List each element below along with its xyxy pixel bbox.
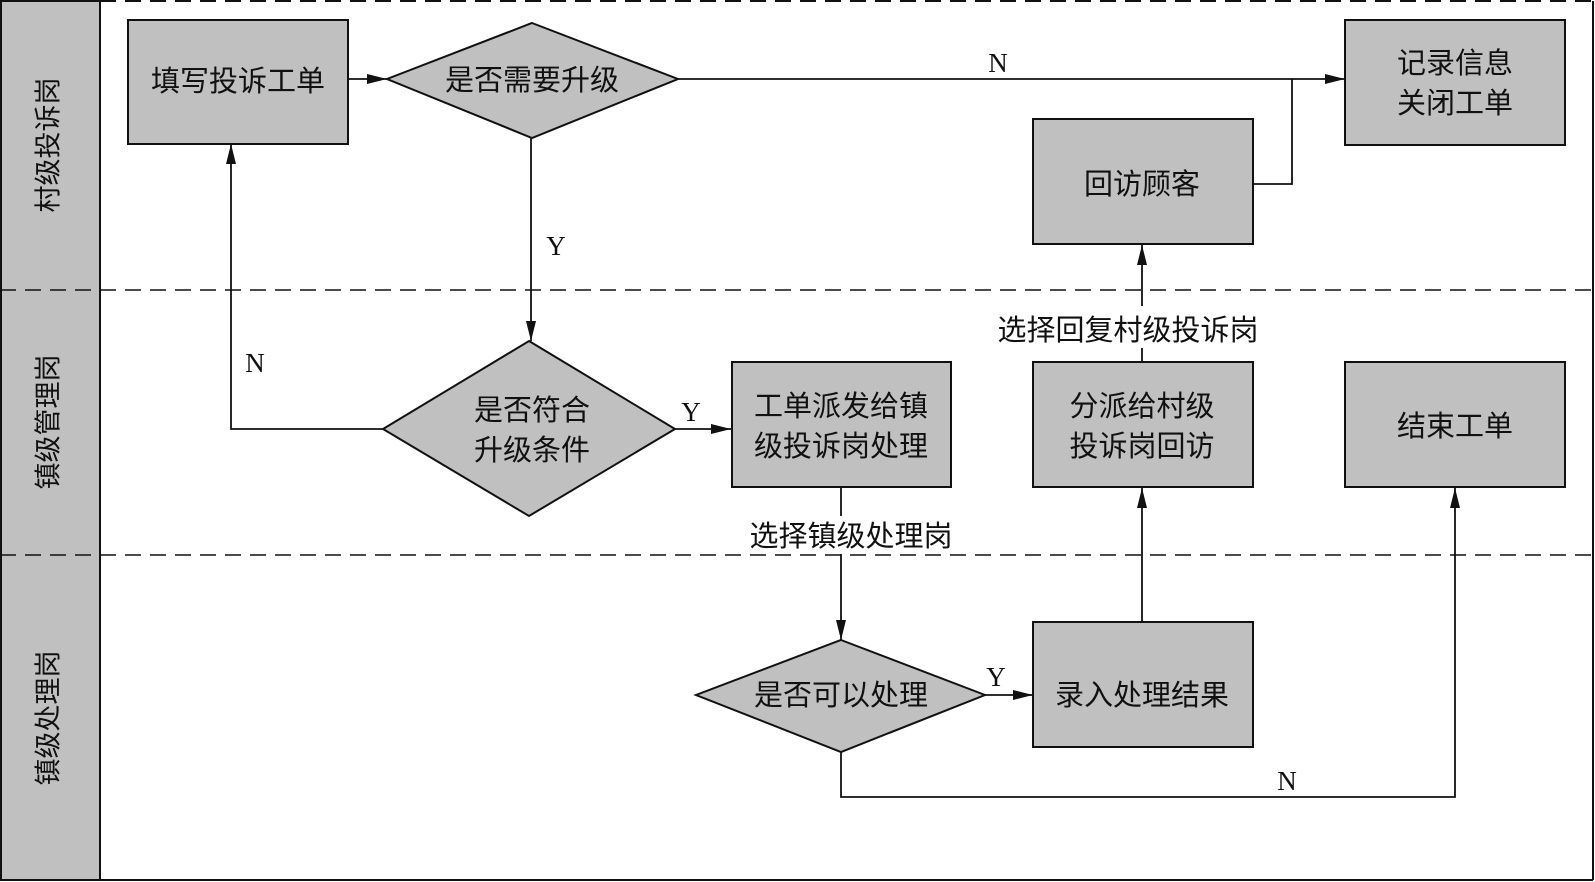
- node-revisit-label: 回访顾客: [1084, 167, 1200, 201]
- node-record-close-line1: 记录信息: [1397, 46, 1513, 80]
- node-record-close: 记录信息 关闭工单: [1344, 19, 1566, 146]
- node-fill-ticket: 填写投诉工单: [127, 19, 349, 145]
- node-dispatch-to-town: 工单派发给镇 级投诉岗处理: [731, 361, 952, 488]
- edge-label-escalate-no: N: [988, 48, 1008, 78]
- node-dispatch-line2: 级投诉岗处理: [754, 429, 928, 463]
- node-fill-ticket-label: 填写投诉工单: [151, 64, 325, 98]
- lane-header-column: [0, 0, 101, 881]
- node-end-ticket-label: 结束工单: [1397, 409, 1513, 443]
- node-enter-result-label: 录入处理结果: [1055, 678, 1229, 712]
- node-need-escalate-decision: 是否需要升级: [384, 21, 681, 140]
- node-assign-line1: 分派给村级: [1069, 389, 1214, 423]
- node-dispatch-line1: 工单派发给镇: [754, 389, 928, 423]
- node-enter-result: 录入处理结果: [1032, 621, 1254, 748]
- node-revisit-customer: 回访顾客: [1032, 118, 1254, 245]
- edge-process-no: [840, 488, 1460, 798]
- node-record-close-line2: 关闭工单: [1397, 86, 1513, 120]
- lane-label-village: 村级投诉岗: [34, 78, 65, 213]
- node-meets-criteria-line2: 升级条件: [474, 433, 590, 467]
- edge-label-criteria-no: N: [245, 348, 265, 378]
- edge-label-select-town-processor: 选择镇级处理岗: [749, 519, 952, 553]
- node-assign-line2: 投诉岗回访: [1069, 429, 1214, 463]
- node-meets-criteria-decision: 是否符合 升级条件: [381, 339, 677, 518]
- node-end-ticket: 结束工单: [1344, 361, 1566, 488]
- edge-label-process-no: N: [1277, 766, 1297, 796]
- node-need-escalate-label: 是否需要升级: [445, 63, 619, 97]
- edge-label-process-yes: Y: [986, 662, 1006, 692]
- edge-criteria-no: [226, 144, 383, 430]
- lane-label-town-management: 镇级管理岗: [34, 355, 65, 490]
- edge-revisit-to-close: [1254, 79, 1293, 185]
- edge-label-escalate-yes: Y: [546, 231, 566, 261]
- lane-label-town-processing: 镇级处理岗: [34, 651, 65, 786]
- node-assign-village: 分派给村级 投诉岗回访: [1032, 361, 1254, 488]
- edge-label-select-village-reply: 选择回复村级投诉岗: [997, 313, 1258, 347]
- node-can-process-label: 是否可以处理: [754, 678, 928, 712]
- node-meets-criteria-line1: 是否符合: [474, 393, 590, 427]
- edge-label-criteria-yes: Y: [681, 397, 701, 427]
- node-can-process-decision: 是否可以处理: [693, 638, 988, 754]
